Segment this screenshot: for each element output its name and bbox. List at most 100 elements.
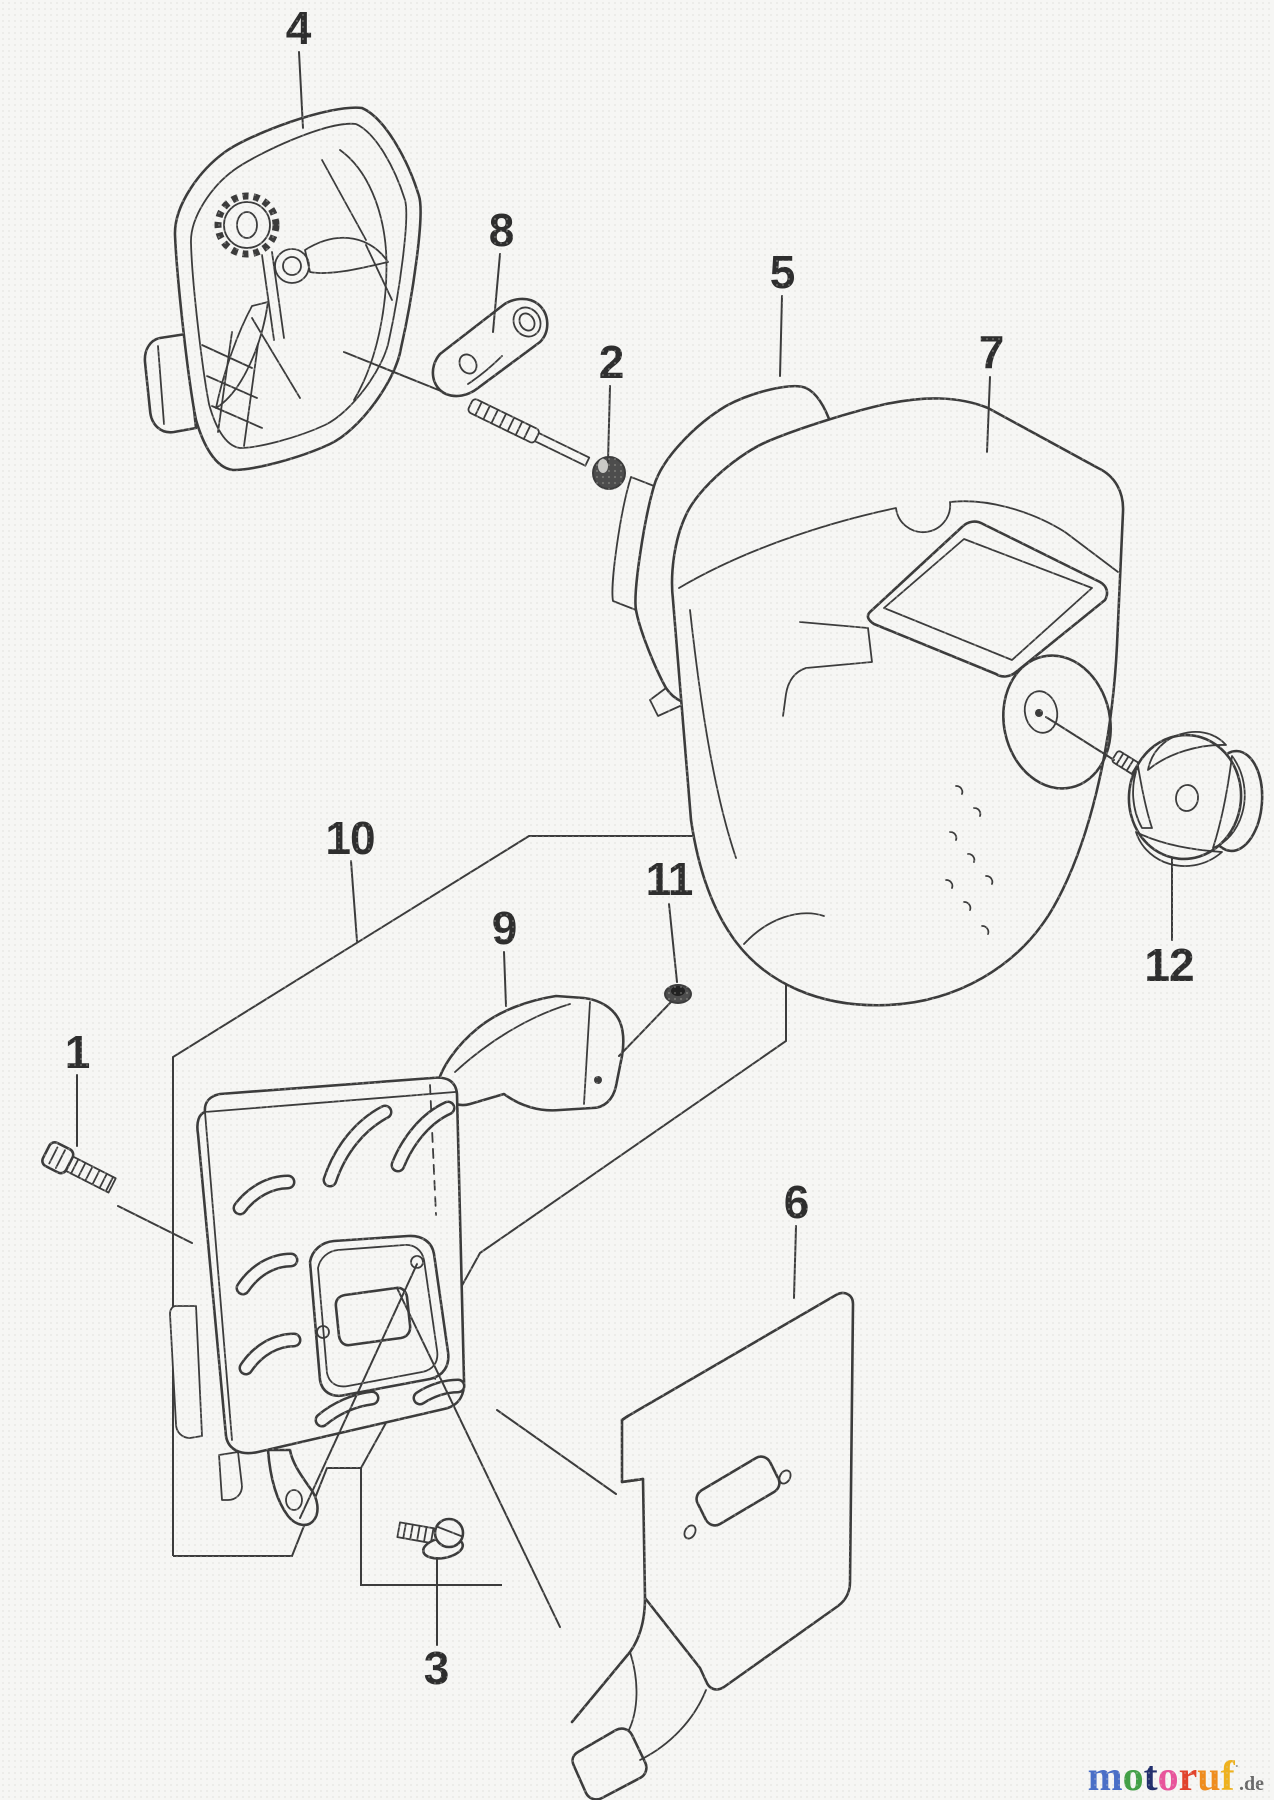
part-6-slot xyxy=(695,1455,781,1527)
leader-4 xyxy=(298,51,304,129)
part-9-muffler-guard xyxy=(435,994,625,1112)
part-7-outline xyxy=(670,397,1125,1007)
part-12-petal-b xyxy=(1212,755,1246,849)
part-12-petal-c xyxy=(1135,831,1223,867)
part-12-petal-a xyxy=(1147,731,1227,771)
logo-letter-2-t: t xyxy=(1143,1754,1158,1800)
part-7-hub xyxy=(1023,690,1059,734)
part-1-screw xyxy=(41,1141,117,1194)
part-1-head-slots xyxy=(48,1146,66,1169)
part-9-creases xyxy=(454,1001,591,1105)
part-7-recess-inner xyxy=(883,538,1093,661)
leader-flange-to-shield-b xyxy=(496,1409,617,1495)
part-12-outline xyxy=(1127,733,1243,861)
part-4-air-cleaner-backplate xyxy=(143,106,422,472)
part-4-struts xyxy=(251,159,393,399)
logo-suffix: .de xyxy=(1239,1773,1264,1795)
leader-6 xyxy=(793,1225,797,1299)
logo-letter-3-o: o xyxy=(1157,1754,1179,1800)
logo-letter-5-u: u xyxy=(1197,1754,1221,1800)
group-box-outline xyxy=(172,835,787,1586)
part-7-bottom-contour xyxy=(743,912,825,945)
logo-letter-1-o: o xyxy=(1122,1754,1144,1800)
part-2-screw xyxy=(467,398,626,490)
part-10-vent-slots xyxy=(232,1100,466,1428)
part-8-hole-upper xyxy=(518,312,536,332)
part-6-foot-pad xyxy=(571,1727,648,1800)
part-1-threads xyxy=(70,1158,114,1193)
logo-letter-4-r: r xyxy=(1178,1754,1198,1800)
part-8-bracket xyxy=(431,297,549,398)
part-4-side-tab xyxy=(143,332,198,434)
part-7-vent-marks xyxy=(945,785,994,935)
part-10-flange-inner xyxy=(317,1244,439,1388)
part-10-bracket-hole xyxy=(285,1489,303,1511)
part-10-flange-hole-upper xyxy=(410,1255,424,1269)
part-3-bolt xyxy=(396,1517,465,1560)
leader-9 xyxy=(503,951,507,1007)
part-8-outline xyxy=(431,297,549,398)
part-7-hub-hole xyxy=(1035,709,1043,717)
part-2-shaft xyxy=(534,432,591,467)
part-10-bracket-foot xyxy=(266,1448,319,1527)
leader-lines xyxy=(76,51,1173,1646)
part-7-round-recess xyxy=(1002,654,1112,790)
part-6-hole-lower xyxy=(683,1524,697,1540)
part-12-petal-d xyxy=(1132,765,1153,829)
part-10-muffler xyxy=(169,1076,466,1527)
part-7-recess-outer xyxy=(866,520,1109,678)
logo-trademark-dot: · xyxy=(1234,1758,1239,1773)
part-4-gear-inner xyxy=(223,201,271,249)
part-10-flange-hole-lower xyxy=(316,1325,330,1339)
part-3-head xyxy=(433,1517,465,1549)
motoruf-logo[interactable]: motoruf·.de xyxy=(1088,1756,1264,1798)
part-4-inner-rim xyxy=(190,122,408,449)
part-12-center xyxy=(1175,784,1199,812)
part-6-plate xyxy=(620,1291,855,1691)
part-11-body xyxy=(671,986,685,996)
part-2-thread-body xyxy=(467,398,540,444)
part-4-side-tab-line xyxy=(157,345,165,425)
leader-5 xyxy=(779,295,783,377)
leader-knob-to-cover xyxy=(1045,716,1115,761)
leader-flange-to-foot xyxy=(299,1263,418,1519)
part-7-mouth-notch xyxy=(782,621,873,717)
part-4-boss-inner xyxy=(282,256,302,276)
part-2-head-highlight xyxy=(598,459,608,473)
part-9-hole xyxy=(594,1076,602,1084)
part-10-left-strap xyxy=(169,1305,203,1439)
part-10-flange xyxy=(308,1234,450,1398)
part-7-topface-line xyxy=(678,500,1119,589)
leader-10 xyxy=(350,860,358,942)
part-6-heat-shield xyxy=(570,1291,855,1800)
part-10-face-seams xyxy=(204,1091,456,1441)
part-11-nut xyxy=(664,984,692,1004)
leader-1 xyxy=(76,1074,193,1244)
part-12-knob xyxy=(1111,731,1264,867)
part-12-stud-threads xyxy=(1115,752,1140,775)
part-8-bend-line xyxy=(467,355,503,385)
part-7-left-contour xyxy=(689,609,737,859)
part-8-hole-upper-rim xyxy=(512,306,542,338)
part-6-flange-curve xyxy=(627,1651,638,1733)
group-box-bottom-jog xyxy=(173,1467,361,1557)
part-3-threads xyxy=(402,1522,435,1544)
part-6-hole-upper xyxy=(778,1469,792,1485)
leader-8 xyxy=(492,253,501,333)
part-8-hole-lower xyxy=(458,353,478,375)
part-6-foot-tail xyxy=(639,1689,707,1761)
part-4-choke-gear xyxy=(214,192,280,258)
part-5-thickness-edge xyxy=(611,476,681,717)
logo-letter-0-m: m xyxy=(1087,1754,1123,1800)
part-2-threads xyxy=(474,400,532,440)
logo-letter-6-f: f xyxy=(1220,1754,1235,1800)
part-4-gear-hole xyxy=(236,211,258,239)
leader-flange-to-shield-a xyxy=(396,1287,561,1628)
logo-word: motoruf xyxy=(1088,1756,1235,1798)
part-10-foot-tab xyxy=(218,1451,243,1501)
part-7-air-cleaner-cover xyxy=(670,397,1125,1007)
leader-cover4-to-bracket8 xyxy=(343,351,442,392)
part-3-head-slot xyxy=(437,1526,462,1537)
leader-7 xyxy=(986,376,991,453)
